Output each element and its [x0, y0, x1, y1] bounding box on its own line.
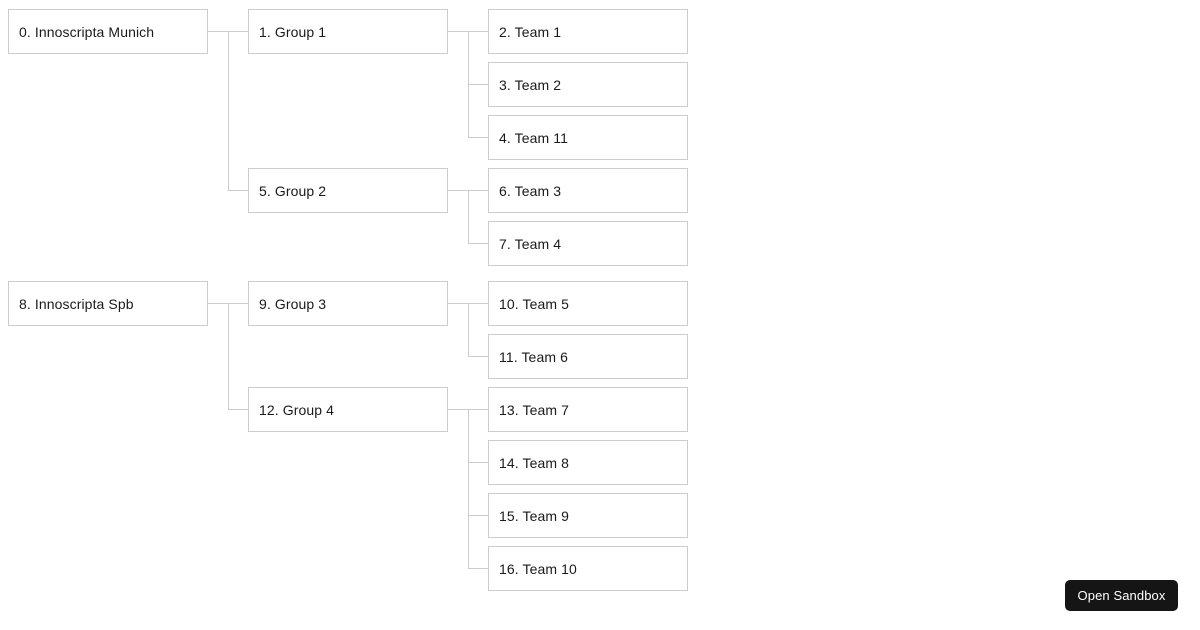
tree-connector [468, 84, 488, 85]
tree-node-label: 1. Group 1 [259, 23, 327, 40]
tree-connector [228, 409, 248, 410]
tree-node[interactable]: 4. Team 11 [488, 115, 688, 160]
tree-connector [448, 409, 468, 410]
tree-connector [228, 31, 229, 190]
tree-node-label: 3. Team 2 [499, 76, 562, 93]
tree-connector [468, 409, 469, 568]
tree-node-label: 0. Innoscripta Munich [19, 23, 155, 40]
tree-node[interactable]: 16. Team 10 [488, 546, 688, 591]
tree-connector [468, 31, 488, 32]
tree-connector [228, 31, 248, 32]
tree-node[interactable]: 14. Team 8 [488, 440, 688, 485]
tree-node-label: 6. Team 3 [499, 182, 562, 199]
tree-connector [448, 190, 468, 191]
tree-node-label: 11. Team 6 [499, 348, 568, 365]
tree-node[interactable]: 1. Group 1 [248, 9, 448, 54]
tree-connector [468, 190, 469, 243]
tree-node[interactable]: 15. Team 9 [488, 493, 688, 538]
tree-node[interactable]: 13. Team 7 [488, 387, 688, 432]
tree-node[interactable]: 7. Team 4 [488, 221, 688, 266]
tree-connector [468, 243, 488, 244]
tree-connector [468, 137, 488, 138]
tree-connector [448, 303, 468, 304]
tree-node-label: 13. Team 7 [499, 401, 570, 418]
tree-connector [468, 515, 488, 516]
tree-node[interactable]: 6. Team 3 [488, 168, 688, 213]
tree-connector [228, 190, 248, 191]
tree-connector [468, 568, 488, 569]
tree-connector [208, 31, 228, 32]
tree-connector [468, 303, 488, 304]
open-sandbox-button[interactable]: Open Sandbox [1065, 580, 1178, 611]
tree-connector [468, 303, 469, 356]
tree-node-label: 15. Team 9 [499, 507, 570, 524]
tree-connector [468, 356, 488, 357]
tree-node-label: 5. Group 2 [259, 182, 327, 199]
tree-node-label: 10. Team 5 [499, 295, 570, 312]
tree-node[interactable]: 8. Innoscripta Spb [8, 281, 208, 326]
tree-node[interactable]: 3. Team 2 [488, 62, 688, 107]
tree-node-label: 7. Team 4 [499, 235, 562, 252]
tree-node[interactable]: 0. Innoscripta Munich [8, 9, 208, 54]
tree-node-label: 4. Team 11 [499, 129, 568, 146]
tree-connector [448, 31, 468, 32]
tree-node-label: 2. Team 1 [499, 23, 562, 40]
tree-node[interactable]: 2. Team 1 [488, 9, 688, 54]
tree-node[interactable]: 9. Group 3 [248, 281, 448, 326]
tree-connector [228, 303, 229, 409]
tree-node[interactable]: 12. Group 4 [248, 387, 448, 432]
tree-connector [468, 462, 488, 463]
tree-node-label: 8. Innoscripta Spb [19, 295, 134, 312]
tree-node-label: 9. Group 3 [259, 295, 327, 312]
tree-connector [208, 303, 228, 304]
tree-node-label: 12. Group 4 [259, 401, 335, 418]
tree-node[interactable]: 11. Team 6 [488, 334, 688, 379]
tree-connector [468, 190, 488, 191]
tree-node[interactable]: 10. Team 5 [488, 281, 688, 326]
tree-connector [228, 303, 248, 304]
tree-connector [468, 409, 488, 410]
tree-node-label: 14. Team 8 [499, 454, 570, 471]
tree-node[interactable]: 5. Group 2 [248, 168, 448, 213]
tree-node-label: 16. Team 10 [499, 560, 577, 577]
